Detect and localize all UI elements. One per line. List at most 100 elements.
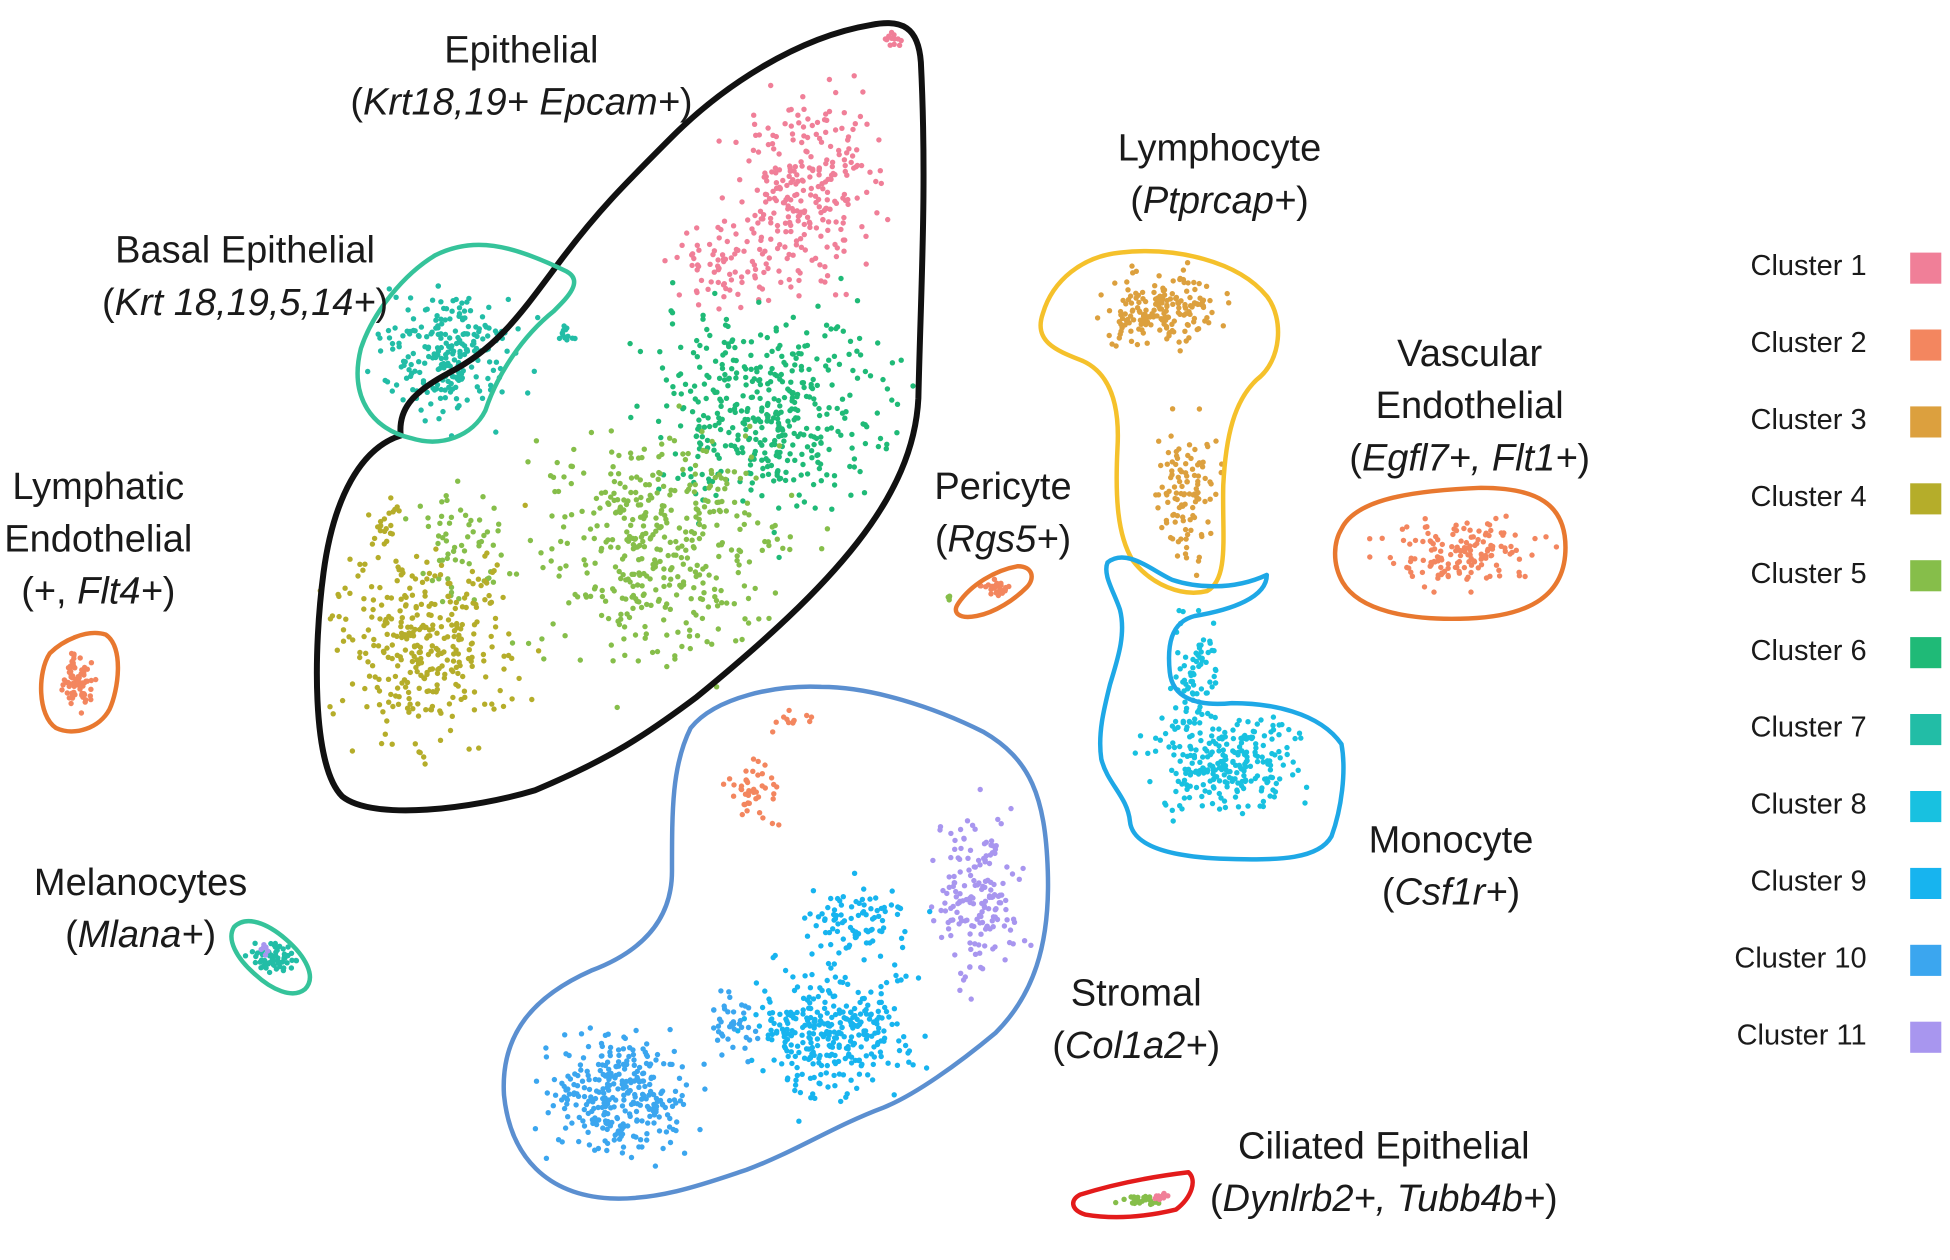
- point-cluster-11: [990, 843, 996, 849]
- point-cluster-9: [878, 999, 884, 1005]
- point-cluster-5: [439, 499, 445, 505]
- point-cluster-5: [462, 512, 469, 518]
- point-cluster-10: [731, 1026, 737, 1032]
- point-cluster-5: [632, 535, 639, 542]
- point-cluster-4: [396, 567, 402, 573]
- point-cluster-5: [715, 486, 721, 492]
- point-cluster-5: [706, 572, 712, 578]
- point-cluster-9: [802, 915, 808, 921]
- point-cluster-9: [859, 996, 866, 1002]
- point-cluster-5: [637, 502, 644, 508]
- point-cluster-4: [396, 694, 402, 700]
- point-cluster-7: [377, 348, 384, 354]
- point-cluster-5: [747, 423, 753, 429]
- point-cluster-4: [417, 649, 423, 655]
- point-cluster-1: [786, 107, 792, 113]
- point-cluster-3: [1183, 461, 1189, 467]
- point-cluster-5: [443, 538, 450, 544]
- point-cluster-4: [377, 584, 383, 591]
- point-cluster-3: [1195, 462, 1201, 468]
- point-cluster-1: [867, 169, 873, 175]
- outline-lymphatic-endothelial: [38, 630, 121, 734]
- point-cluster-6: [695, 399, 701, 405]
- point-cluster-3: [1184, 479, 1190, 485]
- point-cluster-8: [1239, 783, 1245, 789]
- point-cluster-2: [755, 758, 761, 765]
- point-cluster-5: [602, 489, 609, 495]
- point-cluster-9: [768, 1027, 774, 1034]
- point-cluster-11: [931, 918, 937, 924]
- point-cluster-3: [1125, 316, 1131, 323]
- point-cluster-8: [1200, 754, 1206, 760]
- point-cluster-5: [680, 451, 686, 457]
- point-cluster-9: [861, 1028, 867, 1034]
- point-cluster-5: [617, 480, 623, 487]
- point-cluster-1: [695, 302, 702, 308]
- point-cluster-3: [1199, 533, 1205, 540]
- point-cluster-6: [670, 384, 676, 390]
- point-cluster-8: [1177, 758, 1183, 764]
- point-cluster-10: [644, 1041, 650, 1047]
- point-cluster-10: [646, 1092, 652, 1098]
- point-cluster-5: [640, 523, 647, 529]
- point-cluster-9: [801, 1055, 808, 1061]
- point-cluster-6: [808, 433, 814, 439]
- point-cluster-3: [1109, 341, 1115, 347]
- point-cluster-6: [809, 455, 815, 461]
- point-cluster-6: [774, 468, 781, 475]
- point-cluster-7: [257, 959, 263, 965]
- point-cluster-1: [793, 242, 800, 248]
- point-cluster-9: [830, 926, 836, 932]
- point-cluster-5: [748, 454, 755, 460]
- label-pericyte-line-1: Pericyte: [934, 466, 1071, 508]
- point-cluster-7: [276, 943, 283, 949]
- point-cluster-9: [843, 945, 849, 951]
- point-cluster-3: [1186, 335, 1192, 341]
- point-cluster-6: [701, 424, 708, 430]
- point-cluster-10: [597, 1067, 603, 1074]
- point-cluster-1: [840, 220, 846, 226]
- point-cluster-6: [792, 457, 798, 463]
- point-cluster-10: [615, 1059, 622, 1065]
- point-cluster-4: [509, 696, 515, 702]
- point-cluster-3: [1125, 287, 1131, 293]
- point-cluster-6: [778, 409, 784, 415]
- point-cluster-5: [552, 488, 558, 495]
- point-cluster-7: [485, 333, 491, 339]
- point-cluster-10: [574, 1091, 580, 1097]
- point-cluster-4: [330, 711, 336, 717]
- point-cluster-6: [849, 431, 855, 438]
- point-cluster-6: [776, 505, 782, 511]
- point-cluster-6: [769, 348, 775, 354]
- point-cluster-3: [1134, 305, 1141, 311]
- point-cluster-3: [1148, 322, 1154, 328]
- point-cluster-4: [424, 559, 430, 565]
- point-cluster-6: [678, 391, 684, 397]
- point-cluster-10: [605, 1031, 611, 1037]
- point-cluster-1: [801, 231, 807, 238]
- point-cluster-5: [540, 564, 546, 571]
- point-cluster-4: [388, 616, 395, 622]
- point-cluster-2: [79, 667, 85, 673]
- point-cluster-7: [504, 348, 510, 354]
- point-cluster-7: [493, 359, 500, 365]
- point-cluster-5: [448, 514, 455, 520]
- point-cluster-4: [450, 643, 456, 650]
- point-cluster-2: [1445, 565, 1451, 571]
- point-cluster-1: [887, 42, 893, 48]
- point-cluster-4: [412, 626, 418, 633]
- point-cluster-3: [1175, 474, 1182, 480]
- point-cluster-7: [486, 359, 493, 365]
- point-cluster-9: [825, 904, 831, 911]
- point-cluster-1: [707, 261, 713, 267]
- point-cluster-11: [983, 853, 989, 859]
- label-basal-epithelial-line-2: (Krt 18,19,5,14+): [102, 282, 388, 324]
- point-cluster-3: [1170, 278, 1176, 284]
- point-cluster-10: [666, 1124, 673, 1130]
- legend-label-cluster-5: Cluster 5: [1751, 558, 1867, 590]
- point-cluster-9: [794, 1043, 801, 1049]
- point-cluster-10: [626, 1053, 632, 1060]
- point-cluster-6: [757, 332, 764, 338]
- point-cluster-6: [883, 446, 889, 452]
- point-cluster-3: [1202, 498, 1208, 505]
